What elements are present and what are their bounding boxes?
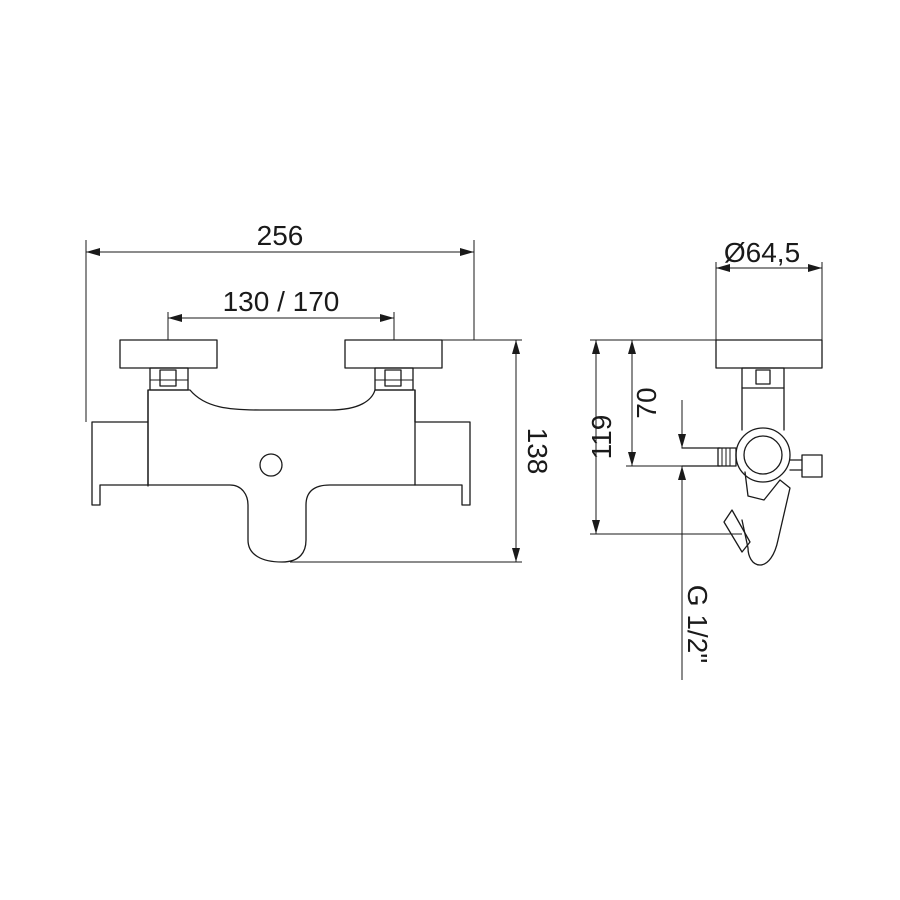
dim-overall-height: 119 bbox=[586, 339, 742, 535]
mixer-body bbox=[91, 389, 471, 506]
label-knob-diameter: Ø64,5 bbox=[724, 237, 800, 268]
side-knob bbox=[715, 339, 823, 369]
dim-overall-width: 256 bbox=[85, 220, 475, 422]
diverter-knob bbox=[259, 453, 283, 477]
dim-height: 138 bbox=[290, 339, 553, 563]
dim-knob-diameter: Ø64,5 bbox=[715, 237, 823, 340]
side-spout bbox=[741, 471, 791, 566]
label-overall-width: 256 bbox=[257, 220, 304, 251]
left-handle bbox=[119, 339, 218, 369]
spout bbox=[147, 484, 416, 563]
label-overall-height: 119 bbox=[586, 415, 617, 460]
side-body-tube bbox=[741, 387, 785, 431]
label-thread: G 1/2" bbox=[682, 585, 713, 663]
side-inlet-connection bbox=[681, 447, 737, 467]
side-view: Ø64,5 70 119 G 1/2" bbox=[586, 237, 823, 680]
dim-center-distance: 130 / 170 bbox=[167, 286, 395, 340]
left-handle-stem bbox=[149, 367, 189, 391]
label-height-to-connection: 70 bbox=[631, 387, 662, 418]
dim-height-to-connection: 70 bbox=[626, 339, 716, 467]
right-handle bbox=[344, 339, 443, 369]
label-center-distance: 130 / 170 bbox=[223, 286, 340, 317]
front-view: 256 130 / 170 138 bbox=[85, 220, 553, 563]
side-knob-stem bbox=[741, 367, 785, 389]
label-height: 138 bbox=[522, 428, 553, 475]
right-handle-stem bbox=[374, 367, 414, 391]
side-diverter bbox=[723, 509, 751, 553]
side-outlet-connection bbox=[789, 454, 823, 478]
dim-thread: G 1/2" bbox=[678, 400, 713, 680]
